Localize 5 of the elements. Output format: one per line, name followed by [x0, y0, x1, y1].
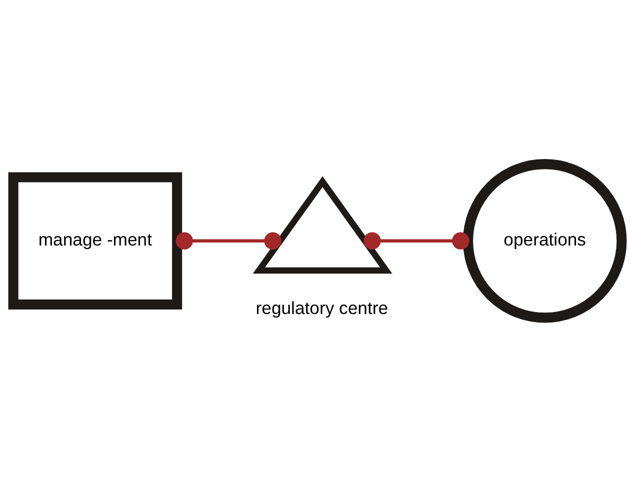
node-box: manage -ment [8, 172, 182, 310]
connector [176, 232, 282, 249]
node-circle: operations [462, 158, 627, 322]
connector [364, 232, 470, 249]
node-label: regulatory centre [256, 298, 388, 318]
